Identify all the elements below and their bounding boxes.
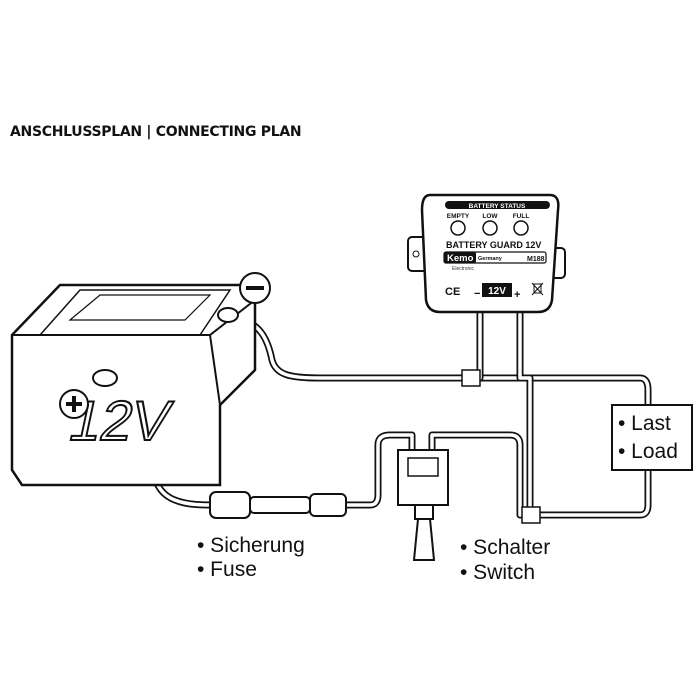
battery-guard-module: BATTERY STATUS EMPTY LOW FULL BATTERY GU… bbox=[407, 193, 566, 314]
product-name: BATTERY GUARD 12V bbox=[446, 240, 541, 250]
diagram-title: ANSCHLUSSPLAN | CONNECTING PLAN bbox=[10, 124, 302, 140]
module-minus-terminal: − bbox=[474, 288, 480, 300]
led-label-empty: EMPTY bbox=[447, 213, 470, 220]
weee-bin-icon bbox=[531, 282, 544, 296]
car-battery: 12V bbox=[10, 272, 271, 487]
fuse-label-de: • Sicherung bbox=[197, 534, 305, 557]
led-full-icon bbox=[513, 220, 529, 236]
battery-status-header: BATTERY STATUS bbox=[469, 203, 526, 210]
fuse-holder bbox=[209, 491, 347, 519]
module-plus-terminal: + bbox=[514, 289, 520, 301]
led-label-low: LOW bbox=[482, 213, 498, 220]
led-label-full: FULL bbox=[513, 213, 530, 220]
ce-mark: CE bbox=[445, 286, 460, 298]
toggle-switch bbox=[397, 449, 449, 561]
load-label-en: • Load bbox=[618, 440, 678, 463]
switch-label-en: • Switch bbox=[460, 561, 535, 584]
model-number: M188 bbox=[527, 256, 545, 263]
fuse-label-en: • Fuse bbox=[197, 558, 257, 581]
led-low-icon bbox=[482, 220, 498, 236]
switch-label-de: • Schalter bbox=[460, 536, 550, 559]
module-battery-label: 12V bbox=[488, 286, 506, 297]
load-label-de: • Last bbox=[618, 412, 671, 435]
brand-logo: Kemo bbox=[447, 253, 474, 264]
load-box: • Last • Load bbox=[611, 404, 693, 471]
led-empty-icon bbox=[450, 220, 466, 236]
country: Germany bbox=[478, 256, 503, 262]
brand-sub: Electronic bbox=[452, 266, 474, 272]
